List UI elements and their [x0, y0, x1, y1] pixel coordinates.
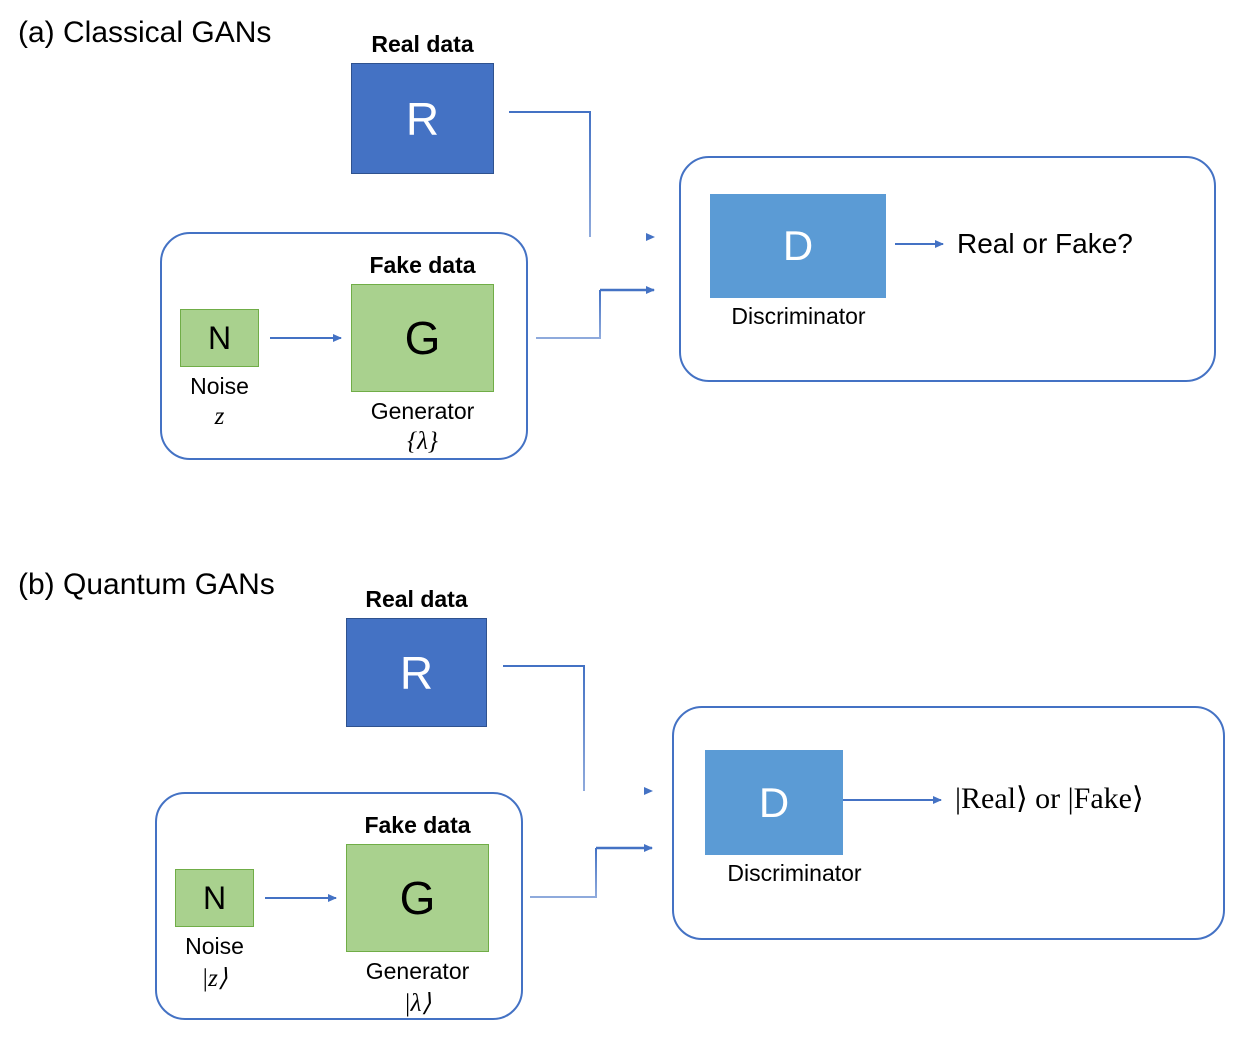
generator-group-b — [155, 792, 523, 1020]
noise-symbol-b: |z⟩ — [201, 965, 228, 992]
noise-block-a: N — [180, 309, 259, 367]
generator-caption-b: Generator — [365, 958, 470, 984]
discriminator-block-a: D — [710, 194, 886, 298]
real-data-block-a: R — [351, 63, 494, 174]
discriminator-output-a: Real or Fake? — [957, 228, 1133, 259]
generator-caption-a: Generator — [370, 398, 475, 424]
noise-caption-b: Noise — [185, 933, 244, 959]
real-data-caption-a: Real data — [371, 31, 474, 57]
discriminator-group-b — [672, 706, 1225, 940]
discriminator-output-b: |Real⟩ or |Fake⟩ — [955, 782, 1144, 815]
discriminator-block-b: D — [705, 750, 843, 855]
noise-block-b: N — [175, 869, 254, 927]
wire-generator-to-discriminator-b — [530, 844, 653, 898]
generator-symbol-b: |λ⟩ — [403, 990, 432, 1017]
panel-title-quantum: (b) Quantum GANs — [18, 568, 275, 601]
fake-data-caption-a: Fake data — [369, 252, 476, 278]
real-data-block-b: R — [346, 618, 487, 727]
generator-block-b: G — [346, 844, 489, 952]
wire-real-to-discriminator-b — [503, 665, 653, 795]
noise-symbol-a: z — [214, 403, 225, 430]
generator-block-a: G — [351, 284, 494, 392]
wire-real-to-discriminator-a — [509, 111, 655, 241]
wire-generator-to-discriminator-a — [536, 286, 655, 339]
discriminator-caption-a: Discriminator — [731, 303, 866, 329]
noise-caption-a: Noise — [190, 373, 249, 399]
generator-group-a — [160, 232, 528, 460]
real-data-caption-b: Real data — [365, 586, 468, 612]
discriminator-group-a — [679, 156, 1216, 382]
fake-data-caption-b: Fake data — [364, 812, 471, 838]
generator-symbol-a: {λ} — [407, 428, 438, 455]
panel-title-classical: (a) Classical GANs — [18, 16, 272, 49]
discriminator-caption-b: Discriminator — [727, 860, 862, 886]
